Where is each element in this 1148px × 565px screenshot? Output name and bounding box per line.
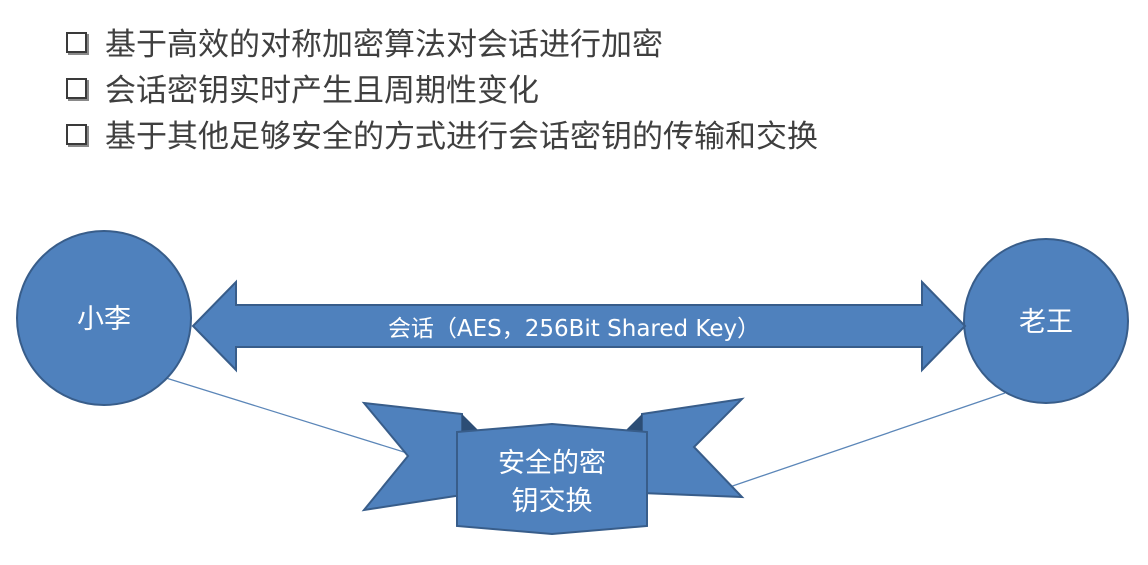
checkbox-bullet-icon xyxy=(66,31,87,53)
right-node-circle xyxy=(963,238,1129,404)
bullet-item-2: 会话密钥实时产生且周期性变化 xyxy=(66,64,818,110)
checkbox-bullet-icon xyxy=(66,123,87,145)
bullet-item-1: 基于高效的对称加密算法对会话进行加密 xyxy=(66,18,818,64)
checkbox-bullet-icon xyxy=(66,77,87,99)
bullet-list: 基于高效的对称加密算法对会话进行加密 会话密钥实时产生且周期性变化 基于其他足够… xyxy=(66,18,818,156)
ribbon-label-line-1: 安全的密 xyxy=(498,448,606,479)
bullet-text-3: 基于其他足够安全的方式进行会话密钥的传输和交换 xyxy=(105,118,818,155)
session-double-arrow xyxy=(191,279,967,373)
ribbon-right-tail xyxy=(641,397,745,499)
right-connector-line xyxy=(714,392,1006,493)
bullet-text-2: 会话密钥实时产生且周期性变化 xyxy=(105,72,539,109)
left-node-label: 小李 xyxy=(77,304,131,335)
bullet-text-1: 基于高效的对称加密算法对会话进行加密 xyxy=(105,26,663,63)
right-node-label: 老王 xyxy=(1019,307,1073,338)
ribbon-label-line-2: 钥交换 xyxy=(512,486,593,517)
ribbon-left-tail xyxy=(361,401,463,512)
left-connector-line xyxy=(165,377,421,458)
left-node-circle xyxy=(16,230,192,406)
bullet-item-3: 基于其他足够安全的方式进行会话密钥的传输和交换 xyxy=(66,110,818,156)
session-arrow-label: 会话（AES，256Bit Shared Key） xyxy=(388,316,760,342)
ribbon-center-panel xyxy=(456,422,648,536)
